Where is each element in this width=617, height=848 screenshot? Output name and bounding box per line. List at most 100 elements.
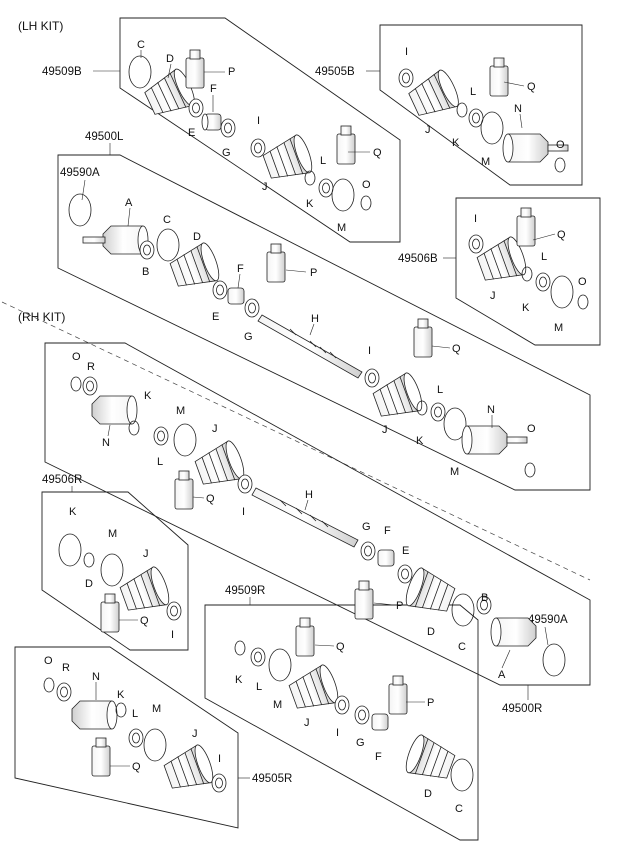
svg-text:F: F bbox=[375, 751, 382, 763]
svg-text:I: I bbox=[405, 46, 408, 58]
svg-text:Q: Q bbox=[140, 615, 149, 627]
svg-text:D: D bbox=[193, 231, 201, 243]
svg-text:L: L bbox=[470, 86, 476, 98]
svg-text:L: L bbox=[541, 251, 547, 263]
svg-text:G: G bbox=[356, 737, 365, 749]
svg-text:Q: Q bbox=[557, 229, 566, 241]
svg-text:K: K bbox=[452, 137, 460, 149]
svg-text:L: L bbox=[256, 681, 262, 693]
svg-text:Q: Q bbox=[373, 147, 382, 159]
svg-text:B: B bbox=[142, 266, 149, 278]
svg-text:N: N bbox=[514, 103, 522, 115]
svg-text:J: J bbox=[143, 548, 149, 560]
svg-text:N: N bbox=[92, 671, 100, 683]
svg-text:Q: Q bbox=[206, 493, 215, 505]
svg-text:O: O bbox=[362, 179, 371, 191]
part-number-49590a-rh: 49590A bbox=[528, 614, 568, 626]
part-number-49500r: 49500R bbox=[502, 703, 542, 715]
svg-text:J: J bbox=[304, 717, 310, 729]
part-number-49500l: 49500L bbox=[85, 131, 124, 143]
leader-lines bbox=[95, 50, 556, 767]
lh-outer-boot-kit-parts bbox=[398, 57, 569, 173]
svg-text:Q: Q bbox=[452, 343, 461, 355]
svg-text:H: H bbox=[305, 489, 313, 501]
lh-drive-shaft bbox=[257, 314, 363, 379]
svg-text:L: L bbox=[437, 384, 443, 396]
svg-text:I: I bbox=[474, 213, 477, 225]
part-number-49505r: 49505R bbox=[252, 773, 292, 785]
rh-small-boot-kit-parts bbox=[58, 533, 182, 633]
svg-text:N: N bbox=[487, 404, 495, 416]
svg-text:K: K bbox=[522, 302, 530, 314]
svg-text:J: J bbox=[192, 728, 198, 740]
svg-text:G: G bbox=[244, 331, 253, 343]
svg-text:K: K bbox=[416, 435, 424, 447]
svg-text:D: D bbox=[424, 788, 432, 800]
lh-shaft-assembly-parts bbox=[68, 193, 536, 478]
kit-divider-line bbox=[1, 301, 591, 581]
svg-text:K: K bbox=[69, 506, 77, 518]
svg-text:D: D bbox=[85, 578, 93, 590]
svg-text:J: J bbox=[382, 424, 388, 436]
svg-text:C: C bbox=[137, 39, 145, 51]
lh-kit-heading: (LH KIT) bbox=[18, 19, 63, 33]
svg-text:M: M bbox=[554, 322, 563, 334]
svg-text:O: O bbox=[44, 655, 53, 667]
svg-text:E: E bbox=[188, 127, 195, 139]
svg-text:Q: Q bbox=[527, 81, 536, 93]
svg-text:E: E bbox=[402, 545, 409, 557]
svg-text:I: I bbox=[257, 115, 260, 127]
svg-text:Q: Q bbox=[132, 761, 141, 773]
box-49509r bbox=[204, 604, 479, 841]
svg-text:D: D bbox=[427, 626, 435, 638]
svg-text:J: J bbox=[212, 423, 218, 435]
svg-text:L: L bbox=[132, 708, 138, 720]
svg-text:L: L bbox=[157, 456, 163, 468]
rh-kit-heading: (RH KIT) bbox=[18, 310, 65, 324]
svg-text:K: K bbox=[144, 390, 152, 402]
box-49506b bbox=[455, 197, 601, 346]
svg-text:P: P bbox=[427, 697, 434, 709]
svg-text:R: R bbox=[87, 361, 95, 373]
svg-text:A: A bbox=[125, 197, 133, 209]
svg-text:K: K bbox=[306, 198, 314, 210]
svg-text:I: I bbox=[242, 506, 245, 518]
lh-inner-boot-kit-parts bbox=[128, 49, 372, 212]
svg-text:K: K bbox=[117, 689, 125, 701]
svg-text:K: K bbox=[235, 674, 243, 686]
svg-text:M: M bbox=[450, 466, 459, 478]
svg-text:D: D bbox=[166, 53, 174, 65]
svg-text:O: O bbox=[578, 276, 587, 288]
svg-text:M: M bbox=[273, 699, 282, 711]
part-number-49509b: 49509B bbox=[42, 66, 82, 78]
svg-text:B: B bbox=[481, 592, 488, 604]
svg-text:F: F bbox=[384, 525, 391, 537]
svg-text:F: F bbox=[210, 83, 217, 95]
svg-text:G: G bbox=[222, 147, 231, 159]
svg-text:I: I bbox=[368, 345, 371, 357]
svg-text:E: E bbox=[212, 311, 219, 323]
svg-text:M: M bbox=[481, 156, 490, 168]
rh-drive-shaft bbox=[251, 487, 359, 548]
svg-text:M: M bbox=[337, 222, 346, 234]
svg-text:P: P bbox=[228, 66, 235, 78]
part-number-labels: 49509B 49505B 49500L 49590A 49506B 49506… bbox=[42, 66, 568, 785]
svg-text:G: G bbox=[362, 521, 371, 533]
part-number-49590a-lh: 49590A bbox=[60, 167, 100, 179]
svg-text:L: L bbox=[320, 155, 326, 167]
part-number-49506b: 49506B bbox=[398, 253, 438, 265]
rh-shaft-assembly-parts bbox=[70, 376, 566, 677]
svg-text:I: I bbox=[218, 753, 221, 765]
svg-text:N: N bbox=[102, 437, 110, 449]
lh-small-boot-kit-parts bbox=[468, 207, 589, 310]
svg-text:J: J bbox=[262, 181, 268, 193]
box-49505b bbox=[379, 24, 583, 186]
svg-text:H: H bbox=[311, 313, 319, 325]
part-number-49506r: 49506R bbox=[42, 474, 82, 486]
box-49509b bbox=[119, 17, 401, 243]
svg-text:I: I bbox=[336, 727, 339, 739]
box-49500r bbox=[44, 342, 591, 686]
box-49505r bbox=[14, 646, 239, 829]
svg-text:C: C bbox=[455, 803, 463, 815]
